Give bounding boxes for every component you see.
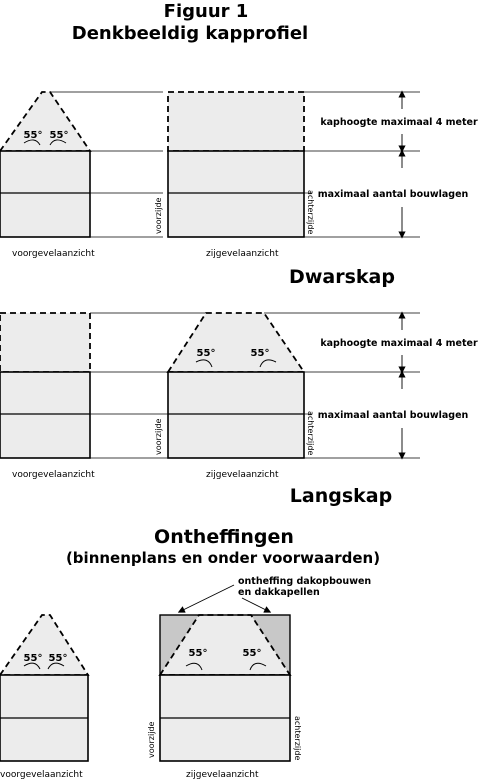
roof-height-label: kaphoogte maximaal 4 meter [320, 117, 478, 128]
side-view-label: zijgevelaanzicht [206, 470, 279, 480]
exemptions-title: Ontheffingen [154, 526, 294, 548]
angle-label-left: 55° [24, 130, 43, 141]
back-side-label: achterzijde [306, 190, 315, 234]
side-view-label: zijgevelaanzicht [186, 770, 259, 780]
angle-arc [23, 662, 41, 670]
layers-label: maximaal aantal bouwlagen [318, 189, 469, 200]
dormer-pointer-right [241, 597, 272, 613]
dormer-label-line1: ontheffing dakopbouwen [238, 576, 371, 587]
side-roof [166, 312, 306, 373]
angle-arc [49, 139, 67, 146]
front-side-label: voorzijde [147, 721, 156, 758]
angle-label-right: 55° [243, 648, 262, 659]
side-facade [167, 150, 305, 238]
angle-arc [23, 139, 41, 146]
side-roof [158, 614, 292, 676]
layers-label: maximaal aantal bouwlagen [318, 410, 469, 421]
angle-arc [47, 662, 65, 670]
front-view-label: voorgevelaanzicht [12, 470, 95, 480]
back-side-label: achterzijde [306, 411, 315, 455]
angle-arc [249, 662, 267, 671]
angle-label-left: 55° [24, 653, 43, 664]
angle-arc [185, 662, 203, 671]
dormer-label-line2: en dakkapellen [238, 587, 320, 598]
angle-label-left: 55° [189, 648, 208, 659]
front-facade [0, 371, 91, 459]
angle-label-right: 55° [251, 348, 270, 359]
figure-title: Denkbeeldig kapprofiel [72, 23, 308, 44]
side-view-label: zijgevelaanzicht [206, 249, 279, 259]
front-side-label: voorzijde [154, 418, 163, 455]
figure-number: Figuur 1 [164, 1, 249, 22]
front-roof [0, 312, 91, 373]
angle-label-left: 55° [197, 348, 216, 359]
angle-arc [195, 359, 213, 368]
side-facade [167, 371, 305, 459]
front-view-label: voorgevelaanzicht [12, 249, 95, 259]
front-roof [0, 614, 90, 676]
diagram-dwarskap: 55° 55° voorzijde achterzijde kaphoogte … [0, 90, 478, 288]
back-side-label: achterzijde [293, 716, 302, 760]
section-title-dwarskap: Dwarskap [289, 266, 395, 288]
front-view-label: voorgevelaanzicht [0, 770, 83, 780]
diagram-ontheffingen: Ontheffingen (binnenplans en onder voorw… [0, 526, 380, 780]
roof-height-label: kaphoogte maximaal 4 meter [320, 338, 478, 349]
diagram-langskap: 55° 55° voorzijde achterzijde kaphoogte … [0, 311, 478, 507]
front-facade [0, 150, 91, 238]
angle-label-right: 55° [49, 653, 68, 664]
front-side-label: voorzijde [154, 197, 163, 234]
side-roof [167, 91, 305, 152]
front-roof [0, 91, 92, 152]
section-title-langskap: Langskap [290, 485, 392, 507]
angle-label-right: 55° [50, 130, 69, 141]
exemptions-subtitle: (binnenplans en onder voorwaarden) [66, 549, 380, 567]
angle-arc [259, 359, 277, 368]
dormer-pointer-left [177, 584, 235, 613]
